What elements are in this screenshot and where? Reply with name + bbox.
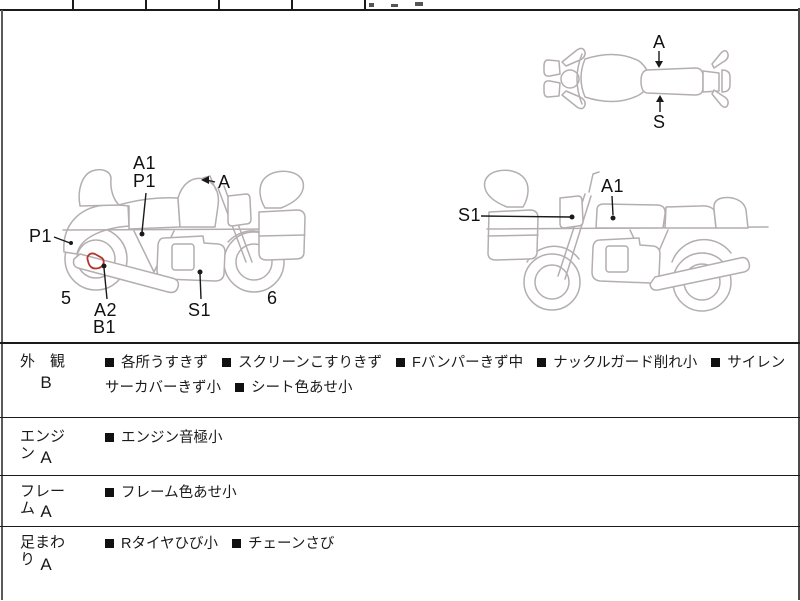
bullet-square-icon (105, 488, 114, 497)
section-grade: A (20, 556, 72, 574)
section-grade: B (20, 374, 72, 392)
table-row: エンジン A エンジン音極小 (0, 417, 800, 476)
section-grade: A (20, 503, 72, 521)
label-a-top: A (653, 33, 666, 51)
section-grade: A (20, 449, 72, 467)
bullet-square-icon (105, 433, 114, 442)
bike-left-side-view (63, 170, 305, 293)
bullet-square-icon (222, 358, 231, 367)
table-row: フレーム A フレーム色あせ小 (0, 475, 800, 527)
label-p1-top: P1 (133, 172, 156, 190)
label-a1-left: A1 (133, 154, 156, 172)
defect-item: シート色あせ小 (235, 380, 353, 396)
defect-list: フレーム色あせ小 (105, 481, 795, 506)
defect-list: Rタイヤひび小チェーンさび (105, 532, 795, 557)
label-panel-6: 6 (267, 289, 278, 307)
bullet-square-icon (105, 358, 114, 367)
defect-item: チェーンさび (232, 536, 334, 552)
defect-item: 各所うすきず (105, 355, 208, 371)
defect-item: Fバンパーきず中 (396, 355, 523, 371)
defect-item: フレーム色あせ小 (105, 485, 237, 501)
defect-list: エンジン音極小 (105, 426, 795, 451)
bullet-square-icon (396, 358, 405, 367)
label-s1-left: S1 (188, 301, 211, 319)
bullet-square-icon (537, 358, 546, 367)
bullet-square-icon (235, 383, 244, 392)
defect-item: スクリーンこすりきず (222, 355, 382, 371)
section-name: 外 観 (20, 353, 72, 370)
label-s1-right: S1 (458, 206, 481, 224)
bullet-square-icon (105, 539, 114, 548)
label-a1-right: A1 (601, 177, 624, 195)
table-row: 外 観 B 各所うすきずスクリーンこすりきず Fバンパーきず中ナックルガード削れ小… (0, 342, 800, 419)
bike-top-view (544, 48, 730, 108)
defect-item: ナックルガード削れ小 (537, 355, 697, 371)
bike-right-side-view (485, 170, 768, 311)
label-s-top: S (653, 113, 666, 131)
bullet-square-icon (232, 539, 241, 548)
label-p1-side: P1 (29, 227, 52, 245)
defect-item: Rタイヤひび小 (105, 536, 218, 552)
table-row: 足まわり A Rタイヤひび小チェーンさび (0, 526, 800, 601)
label-b1: B1 (93, 318, 116, 336)
label-panel-5: 5 (61, 289, 72, 307)
label-a-mirror: A (218, 173, 231, 191)
bullet-square-icon (711, 358, 720, 367)
defect-item: エンジン音極小 (105, 430, 223, 446)
